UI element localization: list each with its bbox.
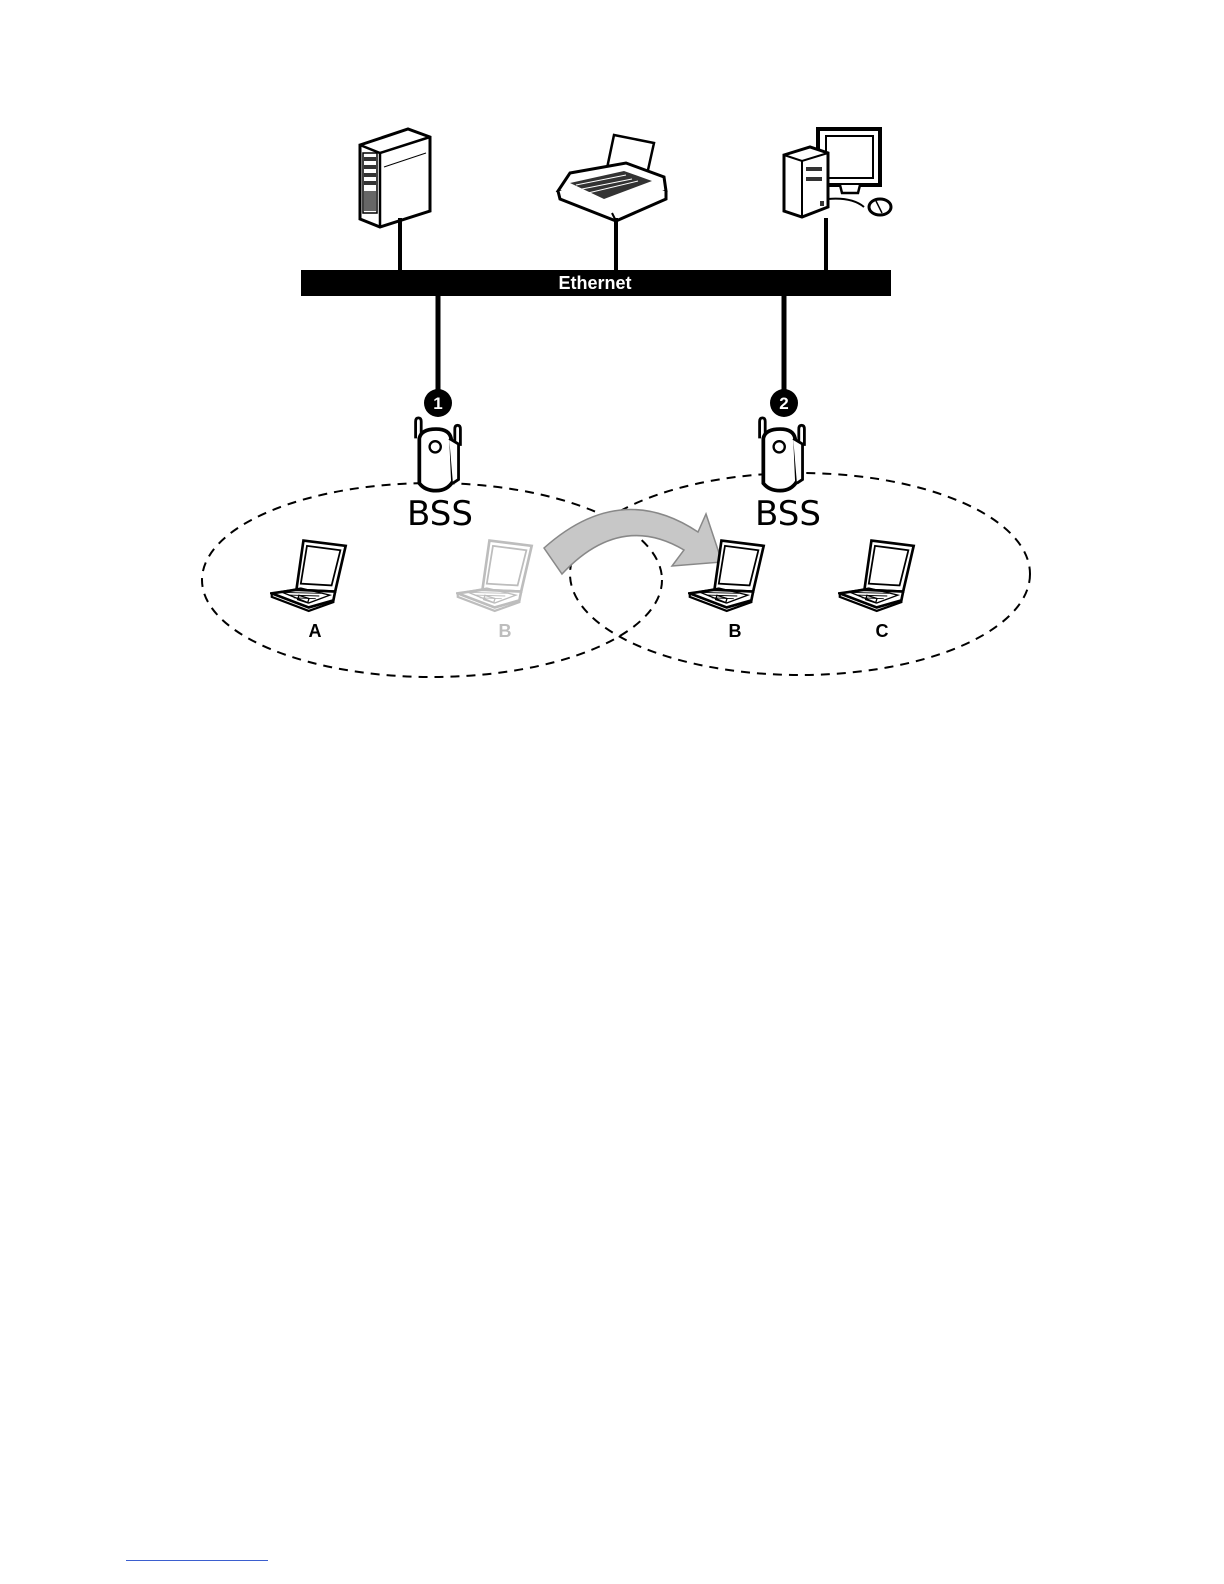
ap2-number: 2 xyxy=(779,394,788,413)
laptop-icon xyxy=(458,541,532,611)
ethernet-label: Ethernet xyxy=(558,273,631,293)
client-b-roamed-label: B xyxy=(729,621,742,641)
bss2-label: BSS xyxy=(755,494,821,534)
laptop-icon xyxy=(840,541,914,611)
footnote-rule xyxy=(126,1560,268,1561)
laptop-icon xyxy=(272,541,346,611)
printer-icon xyxy=(558,135,666,221)
client-a: A xyxy=(272,541,346,641)
client-a-label: A xyxy=(309,621,322,641)
client-b-previous: B xyxy=(458,541,532,641)
access-point-icon xyxy=(416,418,461,491)
ap1-number: 1 xyxy=(433,394,442,413)
access-point-icon xyxy=(760,418,805,491)
access-point-2: 2 BSS xyxy=(755,389,821,534)
roaming-arrow-icon xyxy=(544,509,722,574)
client-b-previous-label: B xyxy=(499,621,512,641)
client-c: C xyxy=(840,541,914,641)
access-point-1: 1 BSS xyxy=(407,389,473,534)
client-c-label: C xyxy=(876,621,889,641)
bss1-label: BSS xyxy=(407,494,473,534)
server-tower-icon xyxy=(360,129,430,227)
desktop-pc-icon xyxy=(784,129,891,217)
